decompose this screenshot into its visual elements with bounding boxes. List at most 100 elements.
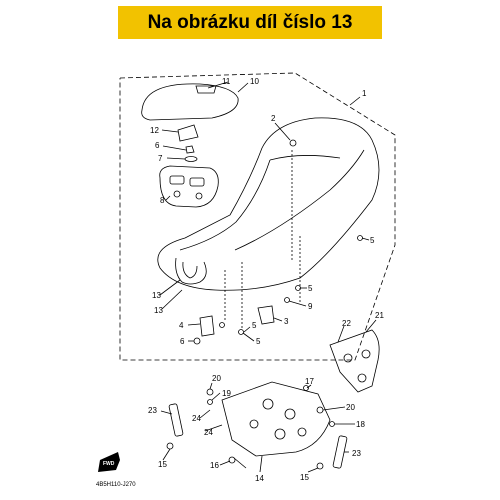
- leader-16: [219, 460, 231, 466]
- leader-20a: [209, 382, 213, 390]
- frame-hole-c: [357, 373, 367, 383]
- gas-strut-right: [332, 435, 348, 469]
- callout-20b: 20: [346, 403, 355, 412]
- frame-bracket-21: [329, 329, 380, 393]
- callout-23a: 23: [148, 406, 157, 415]
- plate-hole-c: [274, 428, 286, 440]
- screw-5a: [357, 235, 363, 241]
- leader-15b: [307, 467, 319, 473]
- callout-6b: 6: [180, 337, 185, 346]
- callout-21: 21: [375, 311, 384, 320]
- washer-part: [184, 156, 198, 162]
- callout-5b: 5: [308, 284, 313, 293]
- plate-hole-b: [284, 408, 296, 420]
- callout-1: 1: [362, 89, 367, 98]
- seat-contour-1: [179, 159, 271, 251]
- screw-5d: [238, 329, 244, 335]
- callout-5c: 5: [252, 321, 257, 330]
- fwd-arrow-icon: FWD: [98, 452, 120, 472]
- screw-20a: [206, 388, 214, 396]
- leader-21: [365, 319, 377, 333]
- link-16: [233, 457, 247, 469]
- frame-hole-b: [361, 349, 371, 359]
- leader-14: [259, 455, 263, 473]
- seat-cutout: [175, 257, 207, 285]
- leader-24a: [199, 409, 211, 419]
- leader-20b: [322, 406, 346, 411]
- plate-hole-a: [262, 398, 274, 410]
- backrest-cushion: [141, 83, 239, 121]
- assembly-boundary: [119, 72, 396, 361]
- screw-15b: [316, 462, 324, 470]
- leader-11: [207, 81, 229, 89]
- callout-17: 17: [305, 377, 314, 386]
- leader-3: [273, 317, 283, 322]
- callout-19: 19: [222, 389, 231, 398]
- bracket-slot-b: [189, 177, 205, 187]
- leader-17: [306, 384, 312, 389]
- screw-20b: [316, 406, 324, 414]
- leader-13a: [159, 279, 181, 296]
- seat-cutout-inner: [182, 261, 198, 279]
- callout-12: 12: [150, 126, 159, 135]
- callout-24a: 24: [192, 414, 201, 423]
- banner-title: Na obrázku díl číslo 13: [147, 11, 353, 33]
- screw-16: [228, 456, 236, 464]
- plate-hole-d: [297, 427, 307, 437]
- backrest-tab: [195, 85, 217, 94]
- callout-23b: 23: [352, 449, 361, 458]
- leader-4: [187, 323, 201, 326]
- callout-16: 16: [210, 461, 219, 470]
- leader-8: [165, 195, 171, 201]
- callout-13b: 13: [154, 306, 163, 315]
- callout-2: 2: [271, 114, 276, 123]
- leader-1: [349, 96, 361, 106]
- seat-main: [157, 117, 380, 291]
- callout-24b: 24: [204, 428, 213, 437]
- nut-part: [185, 145, 195, 154]
- callout-5a: 5: [370, 236, 375, 245]
- leader-5c: [243, 326, 251, 333]
- screw-17: [303, 385, 309, 391]
- frame-hole-a: [343, 353, 353, 363]
- callout-7: 7: [158, 154, 163, 163]
- leader-7: [166, 157, 186, 160]
- nut-6b: [193, 337, 201, 345]
- screw-15a: [166, 442, 174, 450]
- callout-15a: 15: [158, 460, 167, 469]
- callout-10: 10: [250, 77, 259, 86]
- leader-24b: [204, 424, 223, 432]
- bracket-plate: [159, 165, 219, 208]
- leader-12: [161, 129, 179, 133]
- callout-15b: 15: [300, 473, 309, 482]
- leader-22: [337, 325, 345, 343]
- leader-9: [288, 300, 307, 307]
- callout-11: 11: [222, 77, 231, 86]
- bracket-hole-a: [173, 190, 181, 198]
- callout-14: 14: [255, 474, 264, 483]
- hinge-plate-14: [221, 381, 331, 457]
- callout-3: 3: [284, 317, 289, 326]
- reference-code: 4B5H110-J270: [96, 482, 136, 488]
- screw-5c: [219, 322, 225, 328]
- leader-5a: [361, 237, 370, 241]
- screw-18: [329, 421, 335, 427]
- bracket-slot-a: [169, 175, 185, 185]
- leader-13b: [161, 289, 183, 310]
- bolt-9: [284, 297, 290, 303]
- plate-hole-e: [249, 419, 259, 429]
- leader-19: [211, 392, 221, 401]
- seat-contour-3: [269, 155, 341, 161]
- callout-18: 18: [356, 420, 365, 429]
- hinge-bracket-4: [199, 315, 215, 337]
- leader-6a: [162, 145, 187, 151]
- leader-10: [237, 82, 249, 93]
- callout-6a: 6: [155, 141, 160, 150]
- leader-2: [274, 122, 291, 141]
- fwd-label: FWD: [103, 461, 115, 467]
- bolt-2: [289, 139, 297, 147]
- callout-5d: 5: [256, 337, 261, 346]
- bracket-hole-b: [195, 192, 203, 200]
- pad-part: [177, 124, 199, 142]
